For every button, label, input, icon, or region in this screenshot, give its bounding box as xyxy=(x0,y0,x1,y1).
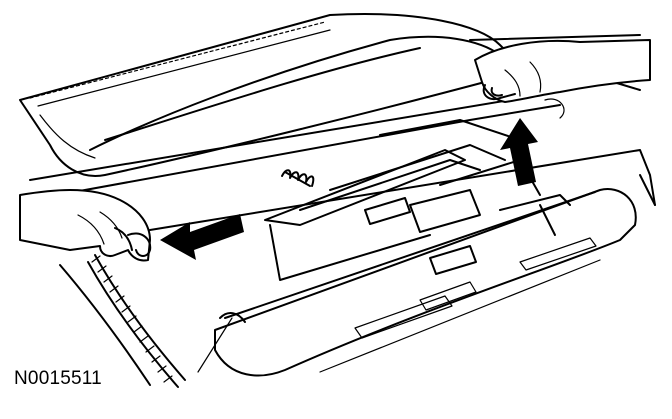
figure-id-label: N0015511 xyxy=(14,368,102,389)
callout-leader-line xyxy=(197,317,233,373)
seat-cover-trim xyxy=(19,13,641,201)
pull-left-arrow xyxy=(160,214,244,260)
seat-cushion-pad xyxy=(214,188,637,377)
left-hand xyxy=(19,189,152,262)
tension-spring xyxy=(281,169,315,187)
seat-frame xyxy=(59,149,656,386)
right-hand xyxy=(474,39,651,103)
pull-up-arrow xyxy=(500,118,538,186)
listing-rod xyxy=(87,254,186,388)
spring-wire-frame xyxy=(219,119,571,323)
